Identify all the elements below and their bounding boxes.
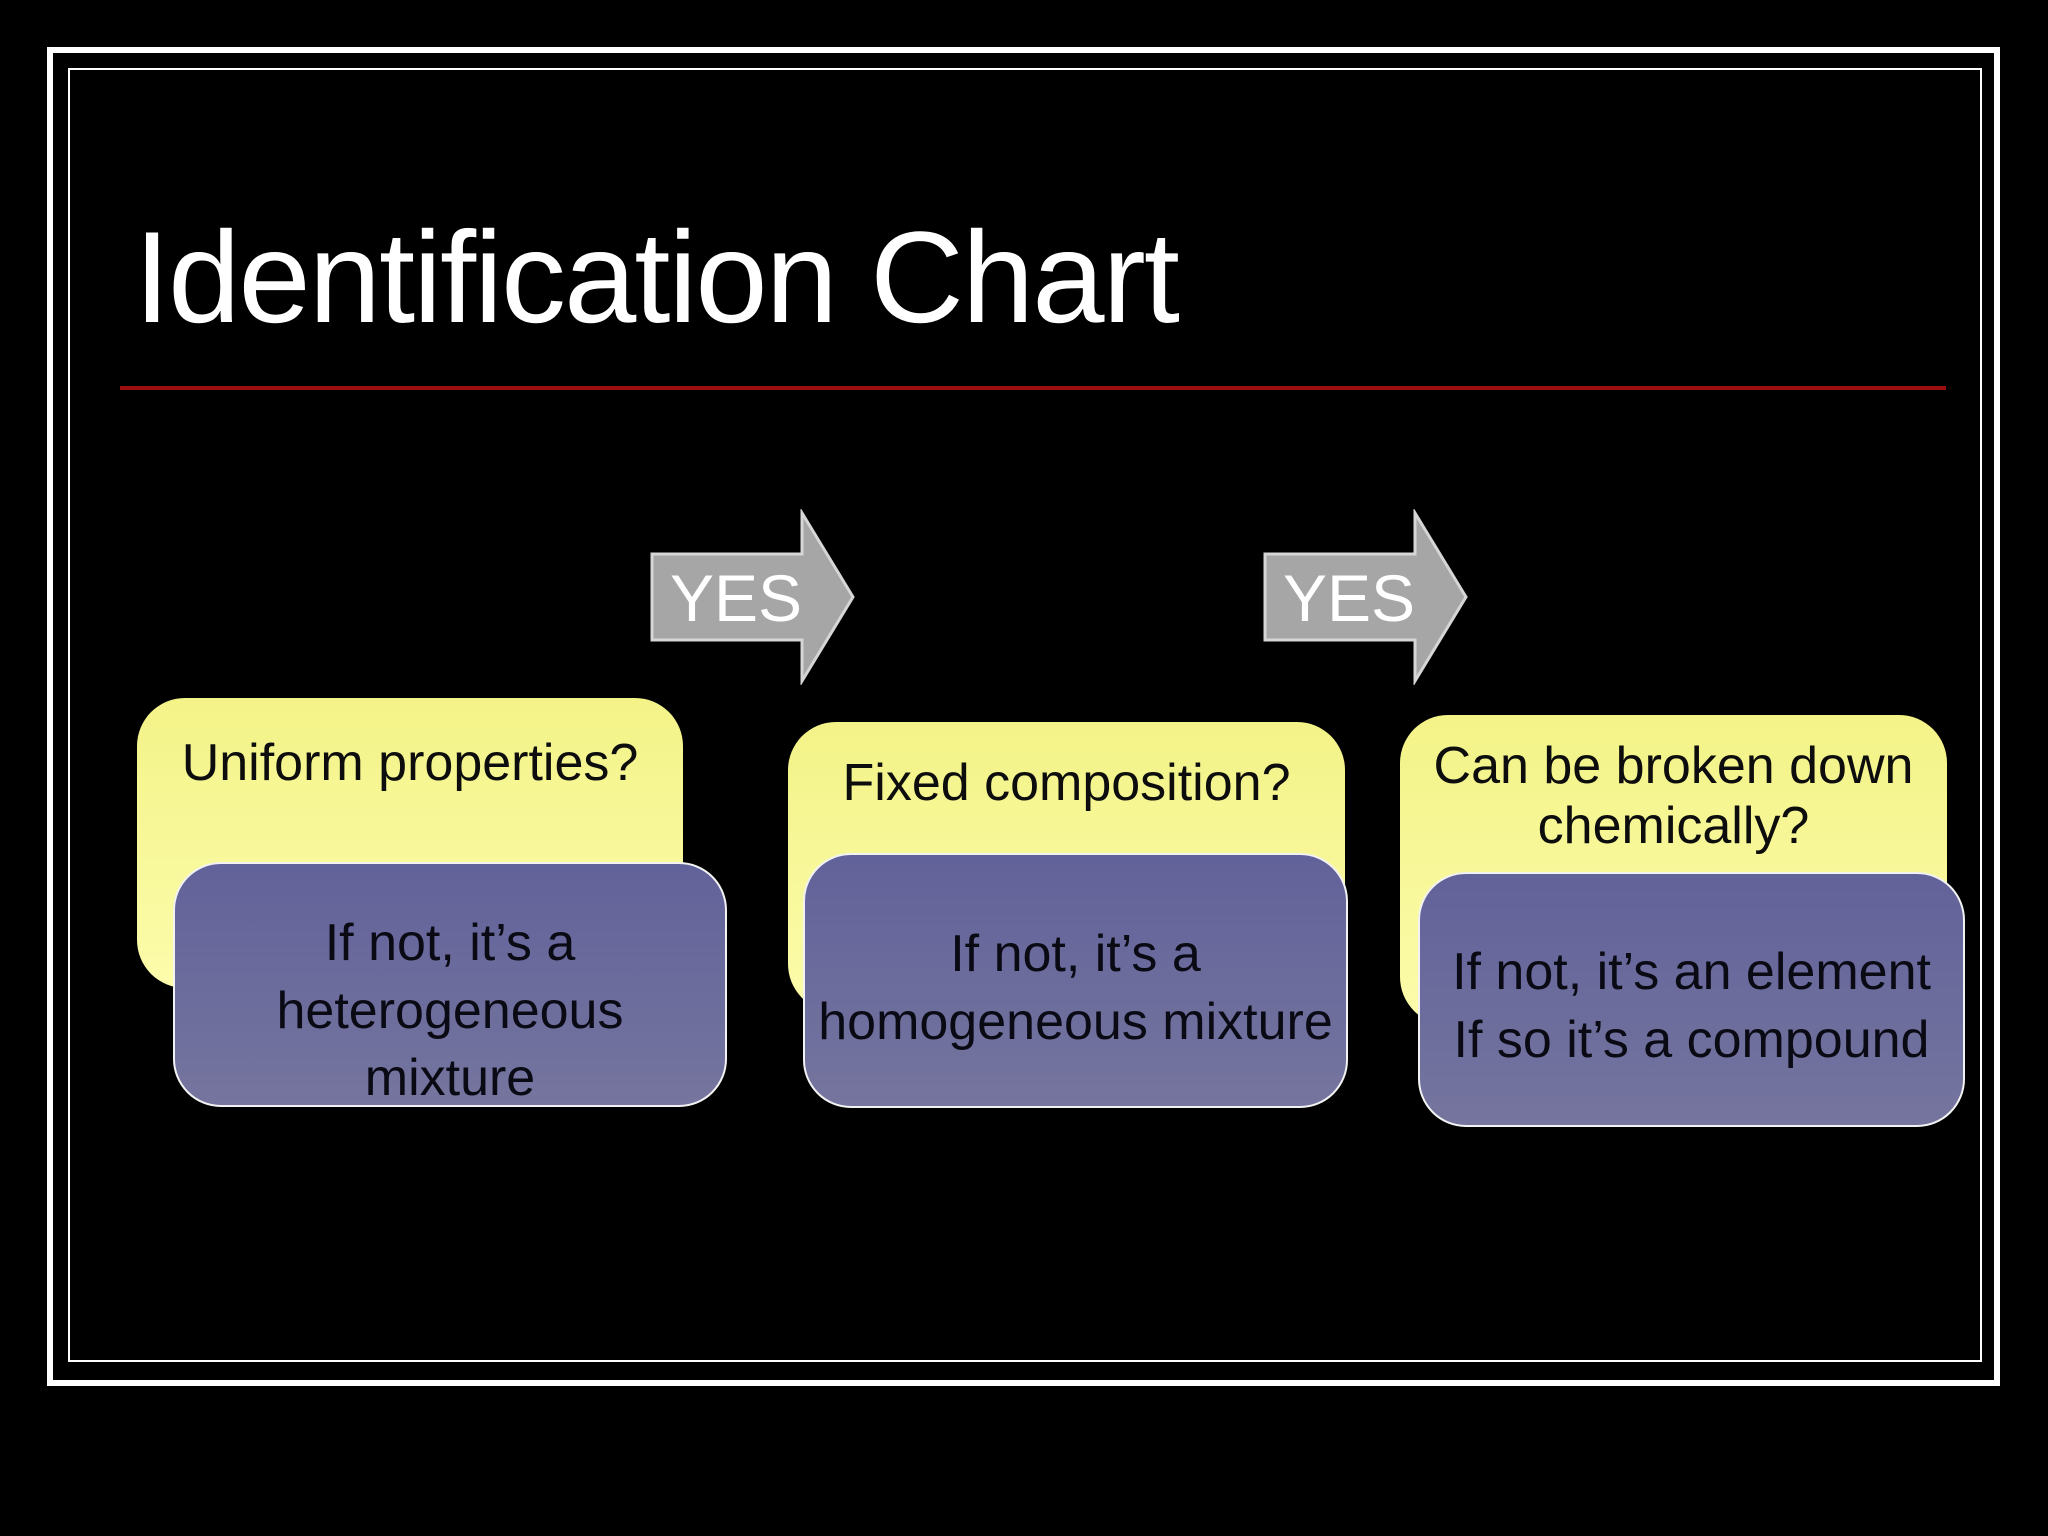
page-title: Identification Chart xyxy=(134,204,1180,350)
title-divider-line xyxy=(120,386,1946,390)
yes-arrow-label: YES xyxy=(1283,561,1415,635)
slide-border-outer xyxy=(47,47,2000,1386)
answer-box-homogeneous-mixture: If not, it’s a homogeneous mixture xyxy=(803,853,1348,1108)
yes-arrow-label: YES xyxy=(670,561,802,635)
right-arrow-icon xyxy=(650,509,855,685)
yes-arrow-2: YES xyxy=(1263,509,1468,685)
right-arrow-icon xyxy=(1263,509,1468,685)
slide-border-inner xyxy=(68,68,1982,1362)
yes-arrow-1: YES xyxy=(650,509,855,685)
answer-box-heterogeneous-mixture: If not, it’s a heterogeneous mixture xyxy=(173,862,727,1107)
answer-box-element-or-compound: If not, it’s an element If so it’s a com… xyxy=(1418,872,1965,1127)
